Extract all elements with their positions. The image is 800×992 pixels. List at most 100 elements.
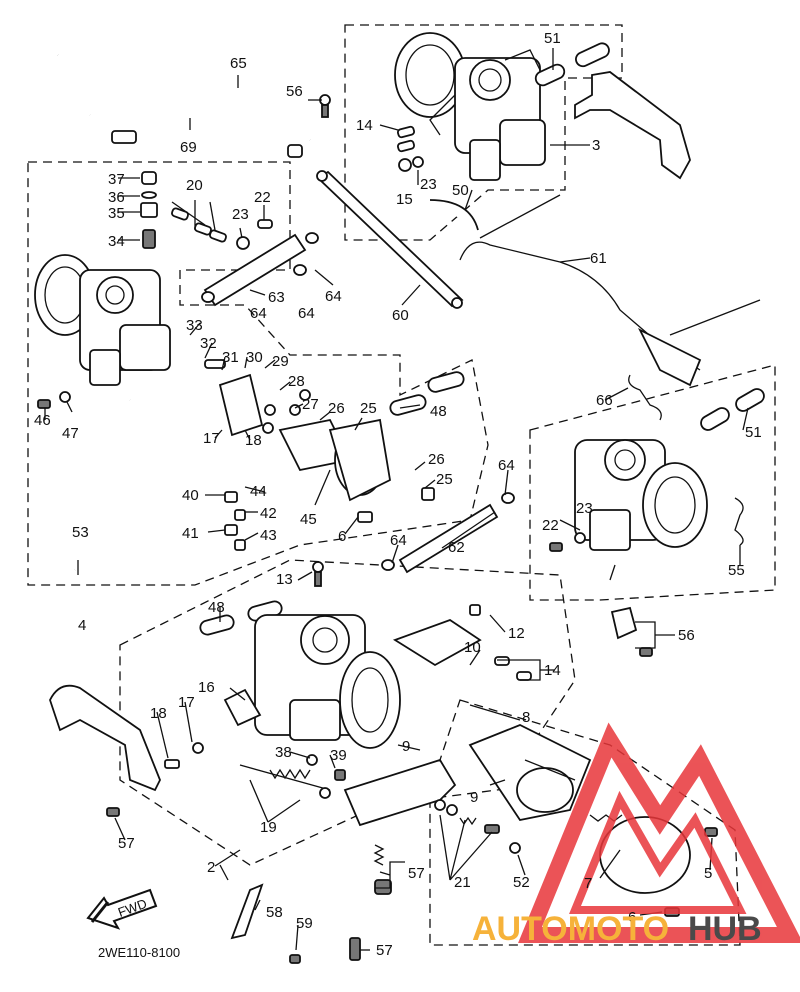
- callout-47: 45: [300, 511, 317, 528]
- callout-39: 37: [108, 171, 125, 188]
- callout-25: 25: [436, 471, 453, 488]
- spring-59: [373, 844, 392, 895]
- bracket-58: [610, 606, 653, 657]
- callout-19-lower: 18: [150, 705, 167, 722]
- callout-7: 7: [584, 875, 592, 892]
- callout-24-right: 23: [576, 500, 593, 517]
- screw-56: [319, 94, 331, 118]
- callout-55: 55: [728, 562, 745, 579]
- callout-62: 60: [392, 307, 409, 324]
- callout-57-bottom: 57: [376, 942, 393, 959]
- pipe-50-mid: [389, 371, 465, 416]
- callout-60: 58: [266, 904, 283, 921]
- callout-43: 41: [182, 525, 199, 542]
- carburetor-right: [574, 439, 708, 551]
- callout-61: 59: [296, 915, 313, 932]
- callout-10: 9: [402, 738, 410, 755]
- bracket-lower-left: [49, 684, 161, 792]
- fuel-hose-69: [88, 114, 303, 158]
- callout-37: 35: [108, 205, 125, 222]
- callout-33: 31: [222, 349, 239, 366]
- callout-23-right: 22: [542, 517, 559, 534]
- callout-31: 29: [272, 353, 289, 370]
- fuel-hose-68: [56, 54, 312, 142]
- callout-16: 15: [396, 191, 413, 208]
- callout-5: 5: [704, 865, 712, 882]
- callout-50-lower: 48: [208, 599, 225, 616]
- diagram-code: 2WE110-8100: [98, 945, 180, 960]
- callout-20: 19: [260, 819, 277, 836]
- fitting-36-39: [140, 171, 158, 249]
- group-outline-3: [344, 24, 623, 241]
- group-outline-1: [529, 364, 776, 601]
- callout-12: 10: [464, 639, 481, 656]
- callout-8: 8: [522, 709, 530, 726]
- callout-45: 43: [260, 527, 277, 544]
- callout-49: 47: [62, 425, 79, 442]
- callout-51-right: 51: [745, 424, 762, 441]
- callout-65: 63: [268, 289, 285, 306]
- watermark-text-a: AUTOMOTO: [472, 910, 669, 948]
- spring-20: [239, 764, 331, 799]
- clip-55: [734, 497, 744, 546]
- callout-46: 44: [250, 483, 267, 500]
- watermark-text-b: HUB: [688, 910, 762, 948]
- callout-66-c: 64: [250, 305, 267, 322]
- callout-18-mid: 17: [203, 430, 220, 447]
- callout-64: 62: [448, 539, 465, 556]
- callout-66-a: 64: [325, 288, 342, 305]
- callout-30: 28: [288, 373, 305, 390]
- screws-15-lower: [494, 656, 532, 681]
- callout-26: 26: [428, 451, 445, 468]
- callout-58: 56: [678, 627, 695, 644]
- screws-23-24-right: [549, 532, 586, 552]
- carburetor-top: [394, 32, 546, 181]
- callout-2: 2: [207, 859, 215, 876]
- callout-27: 25: [360, 400, 377, 417]
- callout-23-left: 22: [254, 189, 271, 206]
- clip-67: [628, 374, 662, 421]
- callout-57-left: 57: [118, 835, 135, 852]
- callout-4: 4: [78, 617, 86, 634]
- screw-57-bottom: [349, 937, 361, 961]
- screws-48-49: [37, 391, 71, 409]
- screws-21-23-24: [171, 207, 273, 250]
- hose-53-inner: [74, 399, 138, 573]
- bracket-17: [223, 688, 262, 727]
- callout-41: 39: [330, 747, 347, 764]
- callout-18-lower: 17: [178, 694, 195, 711]
- watermark-logo-icon: [518, 722, 800, 943]
- carburetor-left: [34, 254, 171, 386]
- callout-53: 53: [72, 524, 89, 541]
- leader-lines: [44, 48, 749, 951]
- carburetor-lower: [254, 614, 482, 749]
- callout-17: 16: [198, 679, 215, 696]
- callout-22: 21: [454, 874, 471, 891]
- callout-28: 26: [328, 400, 345, 417]
- throttle-cable-63: [459, 194, 761, 387]
- callout-19-mid: 18: [245, 432, 262, 449]
- callout-38: 36: [108, 189, 125, 206]
- pipe-51-right: [700, 388, 765, 431]
- callout-68: 65: [230, 55, 247, 72]
- pipe-51-top: [534, 42, 610, 87]
- callout-56: 56: [286, 83, 303, 100]
- callout-40: 38: [275, 744, 292, 761]
- callout-59: 57: [408, 865, 425, 882]
- callout-9: 9: [470, 789, 478, 806]
- callout-69: 69: [180, 139, 197, 156]
- lever-60: [230, 883, 301, 964]
- part-cluster-27-47: [204, 359, 435, 551]
- callout-35: 33: [186, 317, 203, 334]
- callout-15-lower: 14: [544, 662, 561, 679]
- pipe-65: [201, 232, 319, 307]
- callout-15-top: 14: [356, 117, 373, 134]
- part-13-14: [312, 561, 481, 616]
- callout-66-e: 64: [390, 532, 407, 549]
- callout-67: 66: [596, 392, 613, 409]
- callout-52: 50: [452, 182, 469, 199]
- callout-24-top: 23: [420, 176, 437, 193]
- fwd-arrow-icon: FWD: [86, 888, 158, 930]
